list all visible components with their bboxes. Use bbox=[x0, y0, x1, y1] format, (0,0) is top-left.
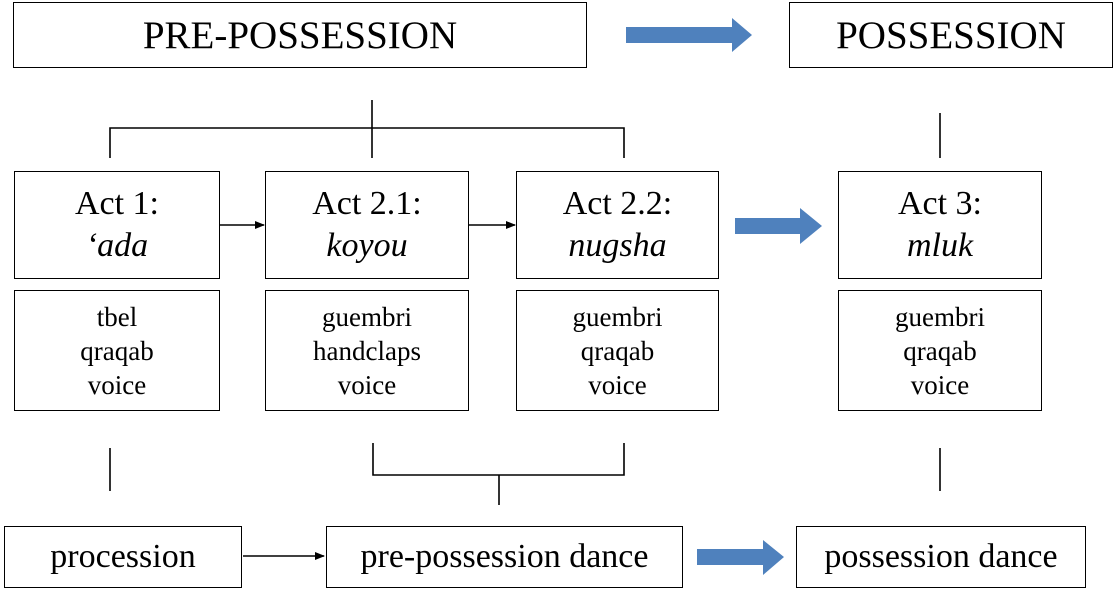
act-2-2-instruments: guembri qraqab voice bbox=[516, 290, 719, 411]
instrument: handclaps bbox=[313, 335, 421, 366]
act-1-box: Act 1: ʻada bbox=[14, 171, 220, 279]
pre-possession-box: PRE-POSSESSION bbox=[13, 2, 587, 68]
act-1-name: ʻada bbox=[85, 227, 149, 264]
act-2-1-label: Act 2.1: bbox=[312, 185, 422, 222]
procession-label: procession bbox=[50, 538, 196, 575]
bottom-bracket bbox=[372, 443, 625, 476]
act-2-1-name: koyou bbox=[326, 227, 408, 264]
pre-possession-dance-box: pre-possession dance bbox=[326, 526, 683, 588]
act-2-1-instruments: guembri handclaps voice bbox=[265, 290, 469, 411]
instrument: guembri bbox=[572, 301, 663, 332]
act-2-2-name: nugsha bbox=[568, 227, 667, 264]
pre-possession-dance-label: pre-possession dance bbox=[360, 538, 649, 575]
instrument: tbel bbox=[96, 301, 138, 332]
act-1-instruments: tbel qraqab voice bbox=[14, 290, 220, 411]
possession-label: POSSESSION bbox=[836, 13, 1066, 57]
instrument: qraqab bbox=[580, 335, 655, 366]
act-3-name: mluk bbox=[906, 227, 974, 264]
pre-possession-label: PRE-POSSESSION bbox=[142, 13, 458, 57]
act-3-instruments: guembri qraqab voice bbox=[838, 290, 1042, 411]
possession-dance-box: possession dance bbox=[796, 526, 1086, 588]
big-arrow-middle bbox=[735, 208, 822, 244]
big-arrows bbox=[626, 18, 822, 575]
instrument: voice bbox=[910, 369, 970, 400]
possession-dance-label: possession dance bbox=[824, 538, 1058, 575]
instrument: qraqab bbox=[903, 335, 977, 366]
instrument: voice bbox=[588, 369, 647, 400]
instrument: guembri bbox=[895, 301, 985, 332]
procession-box: procession bbox=[4, 526, 242, 588]
big-arrow-bottom bbox=[697, 540, 784, 575]
instrument: qraqab bbox=[80, 335, 154, 366]
big-arrow-top bbox=[626, 18, 752, 52]
top-bracket bbox=[109, 127, 625, 158]
act-3-label: Act 3: bbox=[897, 185, 983, 222]
act-2-2-box: Act 2.2: nugsha bbox=[516, 171, 719, 279]
act-2-1-box: Act 2.1: koyou bbox=[265, 171, 469, 279]
possession-box: POSSESSION bbox=[789, 2, 1113, 68]
instrument: voice bbox=[87, 369, 147, 400]
act-2-2-label: Act 2.2: bbox=[562, 185, 673, 222]
act-3-box: Act 3: mluk bbox=[838, 171, 1042, 279]
instrument: voice bbox=[337, 369, 397, 400]
instrument: guembri bbox=[322, 301, 412, 332]
act-1-label: Act 1: bbox=[74, 185, 160, 222]
